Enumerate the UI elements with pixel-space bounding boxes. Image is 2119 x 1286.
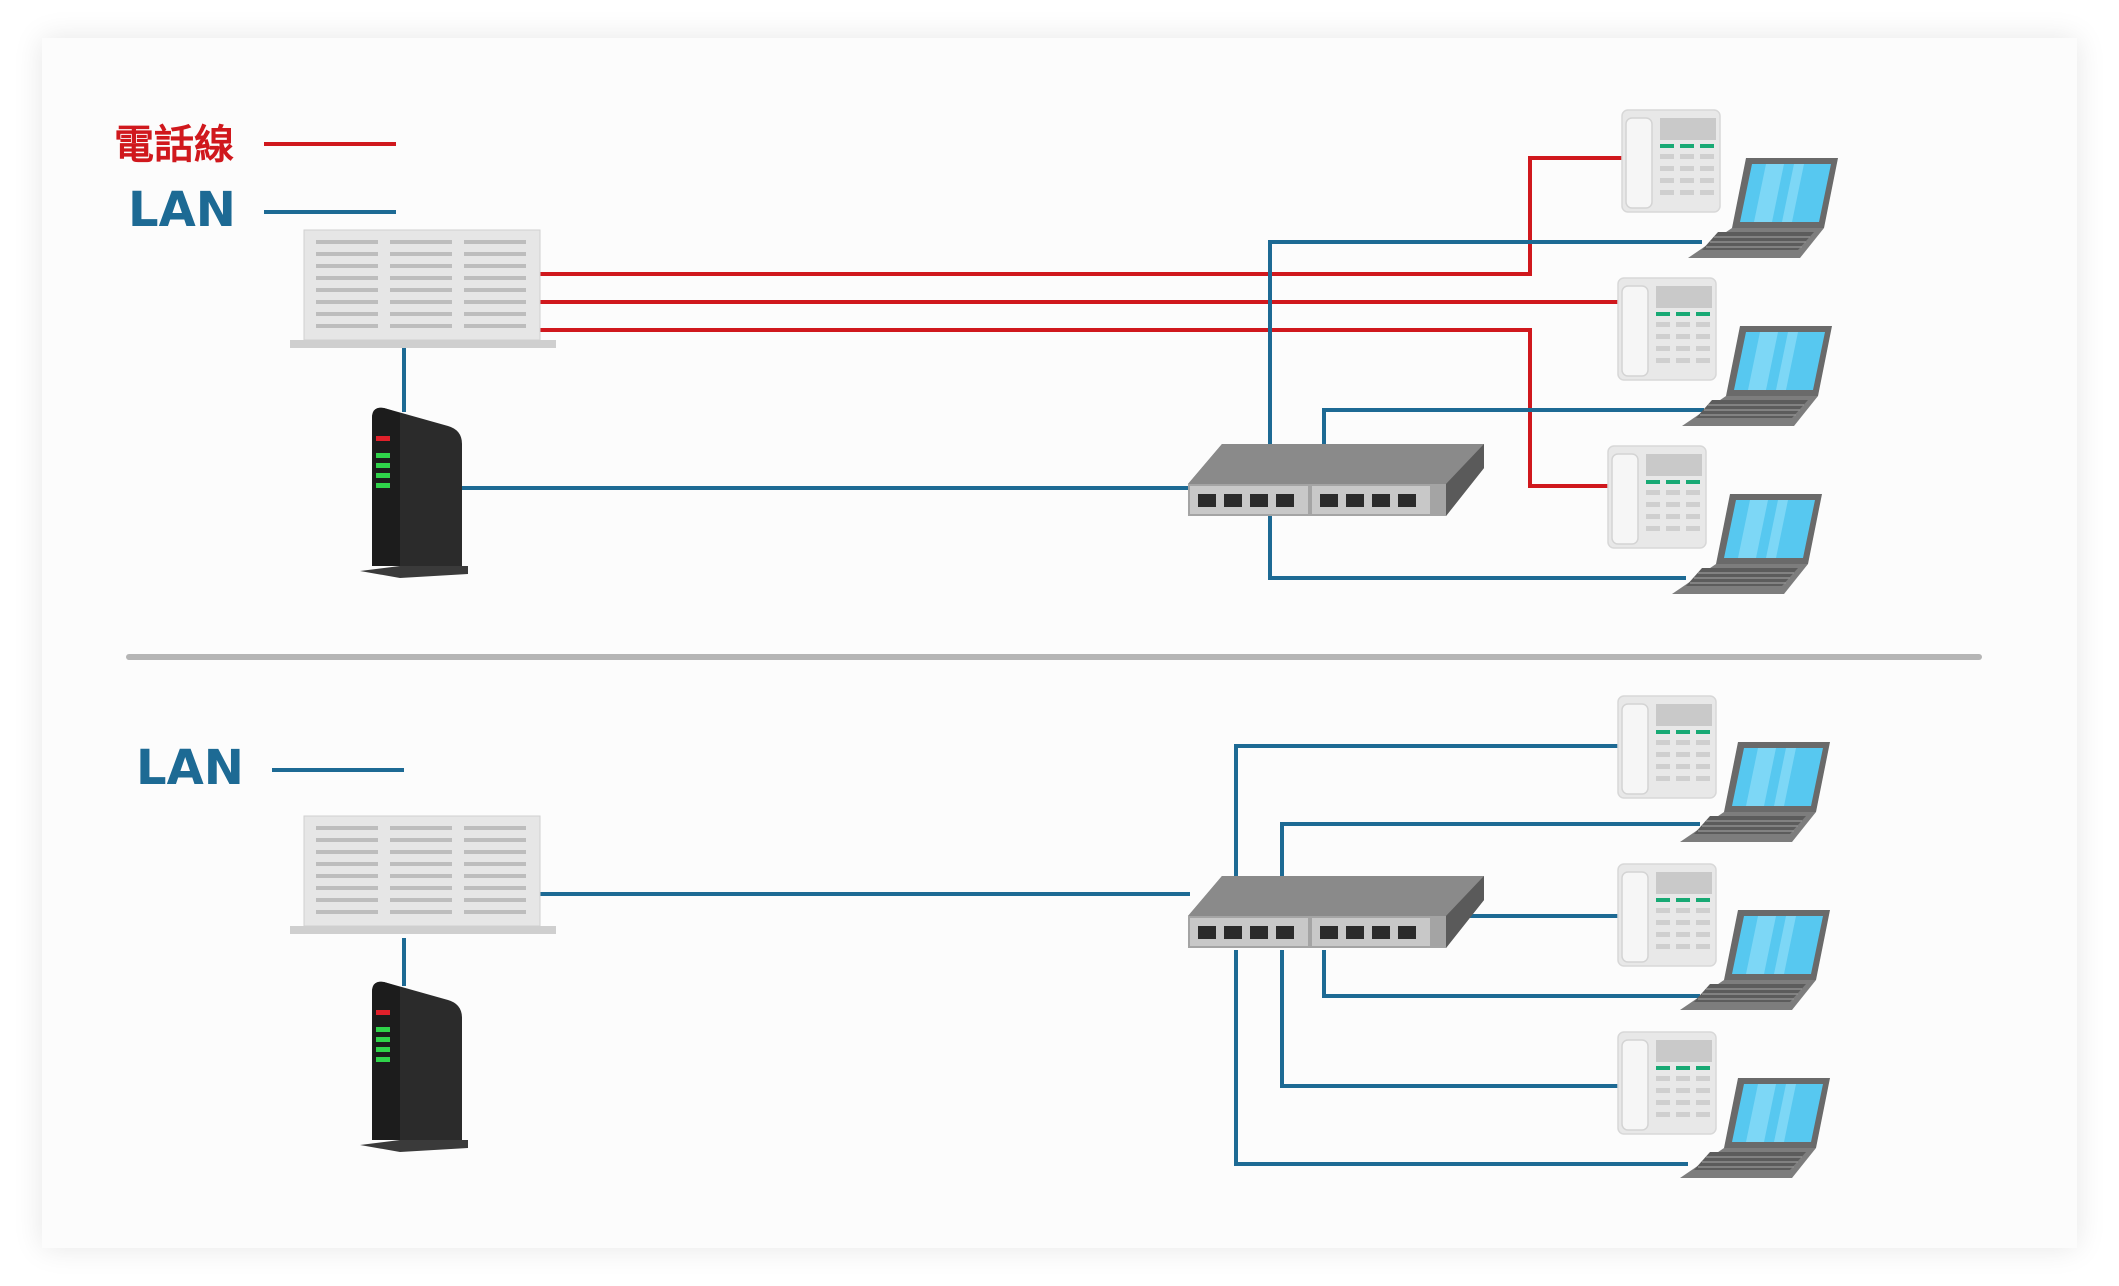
lan-line (1234, 744, 1620, 882)
network-switch (1188, 876, 1484, 948)
lan-line (1322, 950, 1700, 998)
router (360, 407, 468, 578)
top-section: 電話線 LAN (114, 109, 1839, 595)
lan-line (1268, 516, 1686, 580)
ip-phone-icon (1617, 695, 1717, 799)
lan-line (1280, 950, 1620, 1088)
lan-line (1268, 240, 1702, 448)
ip-phone-icon (1607, 445, 1707, 549)
ip-phone-icon (1621, 109, 1721, 213)
network-diagram: 電話線 LAN (114, 109, 1982, 1179)
section-divider (126, 654, 1982, 660)
diagram-card: 電話線 LAN (42, 38, 2077, 1248)
pbx-unit (289, 815, 557, 935)
lan-line (1322, 408, 1704, 448)
legend-label-lan: LAN (128, 182, 236, 238)
legend-label-telephone: 電話線 (114, 122, 234, 168)
telephone-lines (540, 156, 1624, 488)
lan-lines (402, 240, 1704, 580)
legend-label-lan: LAN (136, 740, 244, 796)
router (360, 981, 468, 1152)
lan-line (1234, 950, 1688, 1166)
lan-lines (402, 744, 1700, 1166)
network-switch (1188, 444, 1484, 516)
ip-phone-icon (1617, 277, 1717, 381)
telephone-line (540, 156, 1624, 276)
ip-phone-icon (1617, 1031, 1717, 1135)
lan-line (1280, 822, 1700, 876)
bottom-section: LAN (136, 695, 1831, 1179)
ip-phone-icon (1617, 863, 1717, 967)
pbx-unit (289, 229, 557, 349)
